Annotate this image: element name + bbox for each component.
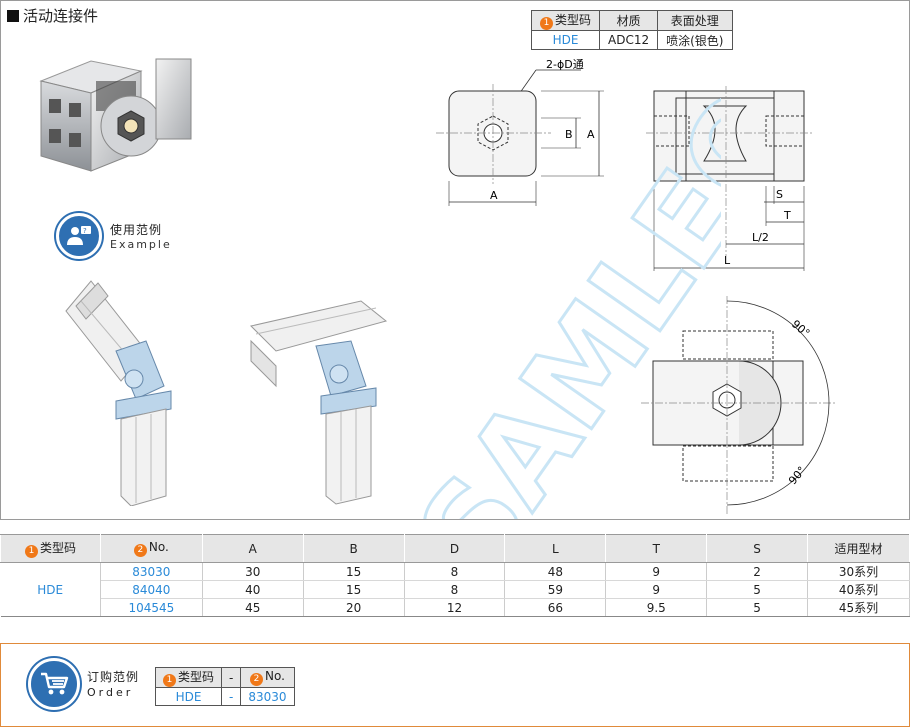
dim-s: S (776, 188, 783, 201)
material-cell-type: HDE (530, 30, 601, 50)
dim-l: L (724, 254, 731, 267)
order-label-en: Order (87, 686, 134, 699)
spec-cell-profile: 30系列 (807, 562, 910, 581)
spec-cell-no: 84040 (100, 580, 203, 599)
dim-t: T (783, 209, 791, 222)
page-title: 活动连接件 (7, 5, 98, 26)
spec-cell-s: 5 (706, 580, 809, 599)
spec-header-d: D (403, 534, 506, 563)
dim-b: B (565, 128, 573, 141)
spec-cell-d: 8 (404, 562, 506, 581)
spec-cell-model: HDE (0, 562, 101, 617)
spec-cell-s: 5 (706, 598, 809, 617)
cart-icon (28, 658, 80, 710)
spec-cell-b: 15 (303, 562, 405, 581)
material-header-material: 材质 (599, 10, 659, 31)
spec-cell-a: 30 (202, 562, 304, 581)
title-square-icon (7, 9, 19, 22)
table-row: 104545 45 20 12 66 9.5 5 45系列 (1, 598, 910, 617)
order-header-dash: - (221, 667, 242, 688)
material-cell-material: ADC12 (599, 30, 659, 50)
spec-cell-d: 12 (404, 598, 506, 617)
spec-cell-s: 2 (706, 562, 809, 581)
order-label-cn: 订购范例 (87, 670, 140, 684)
dim-l-half: L/2 (752, 231, 769, 244)
spec-cell-l: 66 (504, 598, 607, 617)
spec-cell-profile: 45系列 (807, 598, 910, 617)
spec-header-s: S (706, 534, 809, 563)
svg-text:?: ? (83, 227, 87, 235)
table-row: 84040 40 15 8 59 9 5 40系列 (1, 580, 910, 599)
order-cell-no: 83030 (240, 687, 295, 706)
spec-cell-l: 48 (504, 562, 607, 581)
spec-header-a: A (201, 534, 304, 563)
dim-a-bottom: A (490, 189, 498, 202)
spec-cell-t: 9.5 (605, 598, 708, 617)
spec-cell-no: 83030 (100, 562, 203, 581)
spec-header-l: L (504, 534, 607, 563)
spec-cell-d: 8 (404, 580, 506, 599)
spec-cell-profile: 40系列 (807, 580, 910, 599)
spec-cell-t: 9 (605, 562, 708, 581)
spec-cell-b: 15 (303, 580, 405, 599)
usage-example-image-2 (250, 300, 388, 505)
angle-top: 90° (789, 317, 812, 339)
hole-label: 2-ϕD通 (546, 58, 584, 71)
order-cell-type: HDE (154, 687, 223, 706)
spec-header-profile: 适用型材 (807, 534, 910, 563)
spec-cell-l: 59 (504, 580, 607, 599)
material-cell-finish: 喷涂(银色) (657, 30, 733, 50)
product-image (39, 58, 192, 172)
table-row: HDE 83030 30 15 8 48 9 2 30系列 (0, 562, 910, 617)
example-icon: ? (56, 213, 102, 259)
spec-cell-b: 20 (303, 598, 405, 617)
rotation-view-drawing: 90° 90° (641, 296, 836, 514)
spec-header-t: T (605, 534, 708, 563)
order-cell-dash: - (221, 687, 242, 706)
material-header-finish: 表面处理 (657, 10, 733, 31)
spec-cell-a: 40 (202, 580, 304, 599)
spec-cell-no: 104545 (100, 598, 203, 617)
front-view-drawing: 2-ϕD通 A B A (436, 58, 604, 206)
spec-cell-a: 45 (202, 598, 304, 617)
example-label-cn: 使用范例 (110, 223, 163, 237)
side-view-drawing: S T L/2 L (646, 86, 812, 271)
spec-cell-t: 9 (605, 580, 708, 599)
usage-example-image-1 (65, 280, 172, 506)
example-label: ? 使用范例 Example (56, 213, 172, 259)
dim-a-side: A (587, 128, 595, 141)
spec-header-b: B (302, 534, 405, 563)
example-label-en: Example (110, 238, 172, 251)
